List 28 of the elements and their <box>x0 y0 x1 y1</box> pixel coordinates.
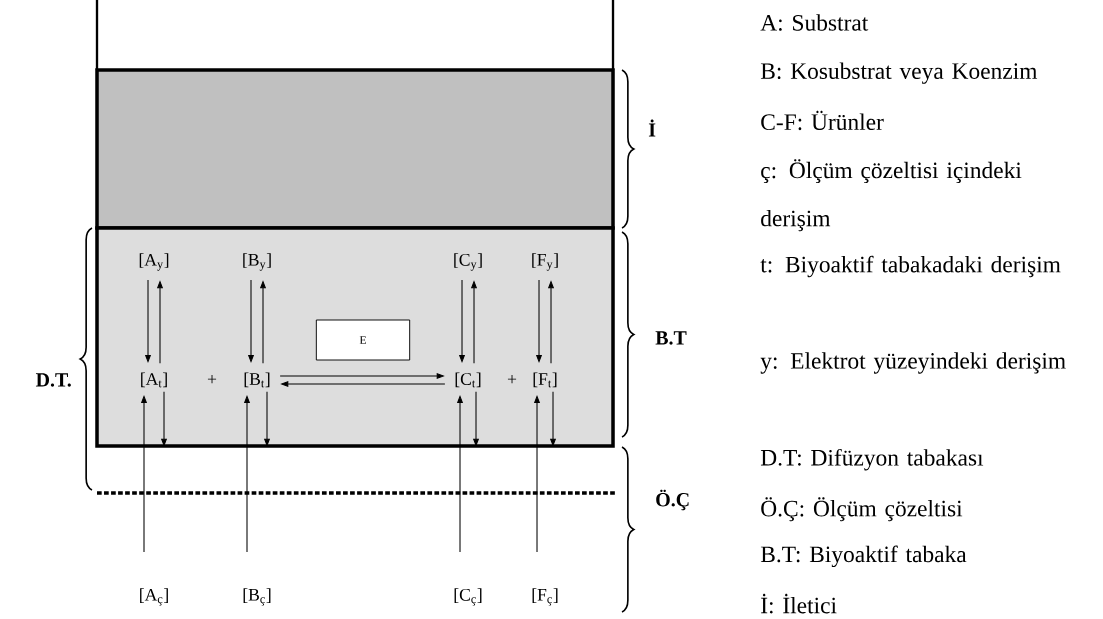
key-entry: Ö.Ç: Ölçüm çözeltisi <box>761 497 963 522</box>
key-entry: A: Substrat <box>760 14 869 31</box>
concentration-label: [A$_{ç}$] <box>140 588 168 606</box>
concentration-label: [F$_{y}$] <box>532 253 558 271</box>
key-entry: C-F: Ürünler <box>761 110 884 131</box>
concentration-label: [F$_{ç}$] <box>532 588 558 606</box>
layer-label: İ <box>648 119 656 137</box>
concentration-label: [B$_{t}$] <box>244 372 270 388</box>
concentration-label: [C$_{ç}$] <box>454 588 482 606</box>
key-entry: D.T: Difüzyon tabakası <box>760 448 984 471</box>
enzyme-box: E <box>315 319 411 361</box>
concentration-label: [C$_{y}$] <box>454 253 482 271</box>
layer-label: D.T. <box>35 373 71 387</box>
key-entry: y: Elektrot yüzeyindeki derişim <box>760 352 1066 374</box>
concentration-label: [C$_{t}$] <box>455 372 481 388</box>
plus-sign: + <box>507 375 517 384</box>
concentration-label: [A$_{y}$] <box>139 253 169 271</box>
concentration-label: [A$_{t}$] <box>141 372 167 388</box>
key-entry: t: Biyoaktif tabakadaki derişim <box>760 255 1061 278</box>
plus-sign: + <box>207 375 217 384</box>
layer-label: Ö.Ç <box>656 489 689 511</box>
concentration-label: [F$_{t}$] <box>533 372 557 388</box>
key-entry: B.T: Biyoaktif tabaka <box>760 545 967 568</box>
concentration-label: [B$_{y}$] <box>243 253 271 271</box>
key-entry: İ: İletici <box>761 593 837 614</box>
layer-label: B.T <box>655 331 687 345</box>
key-entry: B: Kosubstrat veya Koenzim <box>760 62 1038 84</box>
concentration-label: [B$_{ç}$] <box>243 588 271 606</box>
